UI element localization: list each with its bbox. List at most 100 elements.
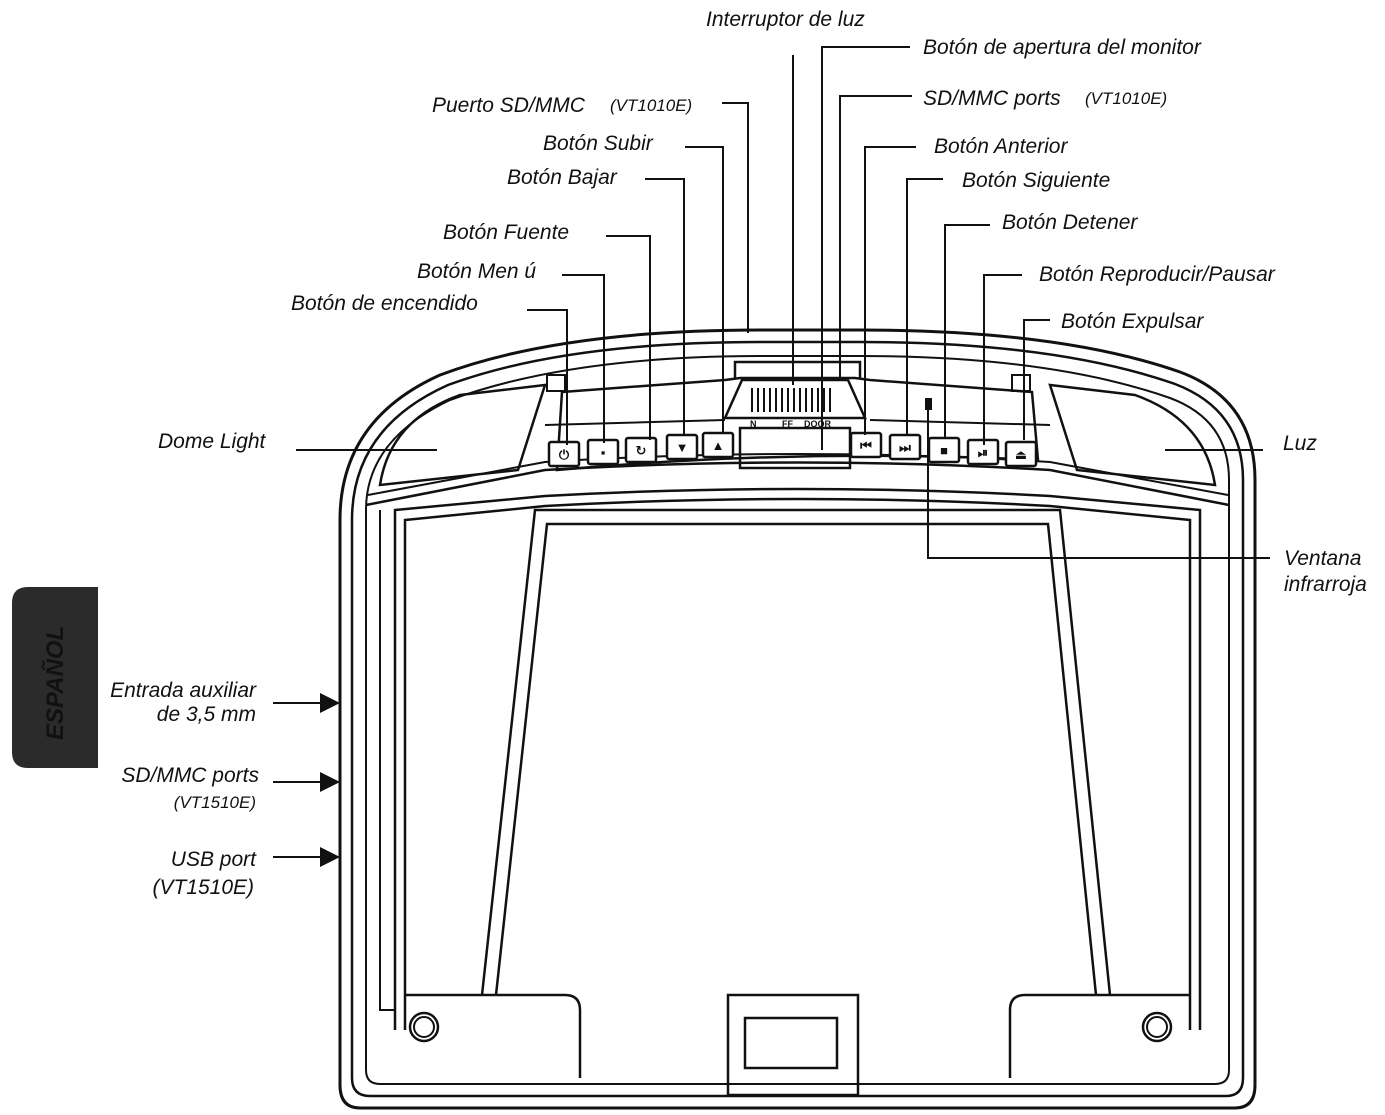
- label-dome-light: Dome Light: [158, 430, 267, 453]
- dome-light-right: [1048, 383, 1217, 487]
- leader-fuente: [606, 235, 651, 440]
- language-tab-background: [12, 587, 98, 768]
- housing-outer-outline: [338, 328, 1257, 1110]
- label-sd-ports-top: SD/MMC ports: [923, 87, 1061, 110]
- housing-third-outline: [365, 355, 1230, 1085]
- leader-puerto-sd-top: [722, 102, 749, 333]
- label-sd-ports-top-model: (VT1010E): [1085, 89, 1167, 108]
- next-button[interactable]: ⏭: [888, 433, 922, 461]
- label-ventana-1: Ventana: [1284, 547, 1361, 570]
- screen-bezel-outer: [480, 508, 1112, 996]
- power-button[interactable]: ⏻: [547, 440, 581, 468]
- light-switch-dial[interactable]: [751, 388, 831, 412]
- right-screw: [1141, 1011, 1173, 1043]
- dial-label-ff: FF: [782, 419, 793, 429]
- screen-outer-frame: [393, 487, 1202, 1030]
- label-puerto-sd-top-model: (VT1010E): [610, 96, 692, 115]
- left-screw: [408, 1011, 440, 1043]
- menu-icon: ▪: [601, 445, 606, 460]
- bottom-latch-outer: [726, 993, 860, 1097]
- leader-encendido: [527, 309, 568, 445]
- next-icon: ⏭: [899, 440, 911, 455]
- dial-labels: N FF DOOR: [750, 419, 832, 429]
- monitor-housing: [338, 328, 1257, 1110]
- label-detener: Botón Detener: [1002, 211, 1138, 234]
- left-screw-inner: [413, 1016, 435, 1038]
- housing-inner-outline: [350, 340, 1245, 1098]
- dial-label-door: DOOR: [804, 419, 832, 429]
- side-port-line: [379, 510, 395, 1011]
- dial-housing: [723, 378, 867, 420]
- leader-reproducir: [983, 274, 1022, 445]
- up-button[interactable]: ▲: [701, 431, 735, 459]
- previous-button[interactable]: ⏮: [849, 431, 883, 459]
- bottom-left-pad: [405, 993, 582, 1078]
- label-sd-side-1: SD/MMC ports: [121, 764, 259, 787]
- up-button-body: [701, 431, 735, 459]
- power-button-body: [547, 440, 581, 468]
- dome-light-left: [378, 383, 547, 487]
- label-luz: Luz: [1283, 432, 1317, 455]
- label-ventana-2: infrarroja: [1284, 573, 1367, 596]
- menu-button[interactable]: ▪: [586, 438, 620, 466]
- label-expulsar: Botón Expulsar: [1061, 310, 1204, 333]
- down-arrow-icon: ▼: [676, 440, 689, 455]
- leader-ventana: [927, 400, 1270, 559]
- next-button-body: [888, 433, 922, 461]
- label-entrada-1: Entrada auxiliar: [110, 679, 257, 702]
- leader-bajar: [645, 178, 685, 435]
- screen-inner-frame: [403, 497, 1192, 1030]
- power-icon: ⏻: [559, 447, 570, 462]
- source-icon: ↻: [636, 443, 647, 458]
- control-strip-inner: [544, 419, 1051, 426]
- leader-anterior: [864, 146, 916, 435]
- eject-icon: ⏏: [1015, 447, 1027, 462]
- play-pause-icon: ⏯: [978, 445, 988, 460]
- down-button[interactable]: ▼: [665, 433, 699, 461]
- label-usb-1: USB port: [171, 848, 257, 871]
- leader-siguiente: [906, 178, 943, 435]
- bottom-right-pad: [1008, 993, 1190, 1078]
- leader-lines: [273, 46, 1270, 867]
- leader-menu: [562, 274, 605, 443]
- language-tab-label: ESPAÑOL: [41, 626, 69, 740]
- leader-detener: [944, 224, 990, 438]
- bottom-latch-inner: [743, 1016, 839, 1070]
- language-tab: ESPAÑOL: [12, 587, 98, 768]
- callout-labels: Interruptor de luz Botón de apertura del…: [110, 8, 1367, 899]
- right-clip: [1011, 374, 1031, 392]
- leader-sd-ports-top: [839, 95, 912, 378]
- screen-bezel-inner: [494, 522, 1098, 996]
- label-puerto-sd-top: Puerto SD/MMC: [432, 94, 586, 117]
- eject-button[interactable]: ⏏: [1004, 440, 1038, 468]
- stop-icon: ■: [940, 443, 948, 458]
- right-screw-inner: [1146, 1016, 1168, 1038]
- source-button-body: [624, 436, 658, 464]
- label-menu: Botón Men ú: [417, 260, 536, 283]
- left-clip: [546, 374, 566, 392]
- label-siguiente: Botón Siguiente: [962, 169, 1110, 192]
- label-anterior: Botón Anterior: [934, 135, 1068, 158]
- label-fuente: Botón Fuente: [443, 221, 569, 244]
- label-apertura-monitor: Botón de apertura del monitor: [923, 36, 1202, 59]
- down-button-body: [665, 433, 699, 461]
- eject-button-body: [1004, 440, 1038, 468]
- label-entrada-2: de 3,5 mm: [157, 703, 256, 726]
- label-encendido: Botón de encendido: [291, 292, 478, 315]
- label-interruptor-luz: Interruptor de luz: [706, 8, 865, 31]
- label-bajar: Botón Bajar: [507, 166, 618, 189]
- leader-expulsar: [1023, 319, 1050, 440]
- label-sd-side-2: (VT1510E): [174, 793, 256, 812]
- top-notch: [733, 360, 862, 378]
- source-button[interactable]: ↻: [624, 436, 658, 464]
- control-buttons: ⏻ ▪ ↻ ▼ ▲ ⏮ ⏭ ■ ⏯ ⏏: [547, 431, 1038, 468]
- dial-label-n: N: [750, 419, 757, 429]
- leader-subir: [685, 146, 724, 432]
- up-arrow-icon: ▲: [712, 438, 725, 453]
- stop-button[interactable]: ■: [927, 436, 961, 464]
- label-usb-2: (VT1510E): [152, 876, 254, 899]
- leader-apertura-monitor: [821, 46, 910, 450]
- label-reproducir: Botón Reproducir/Pausar: [1039, 263, 1276, 286]
- previous-icon: ⏮: [860, 438, 872, 453]
